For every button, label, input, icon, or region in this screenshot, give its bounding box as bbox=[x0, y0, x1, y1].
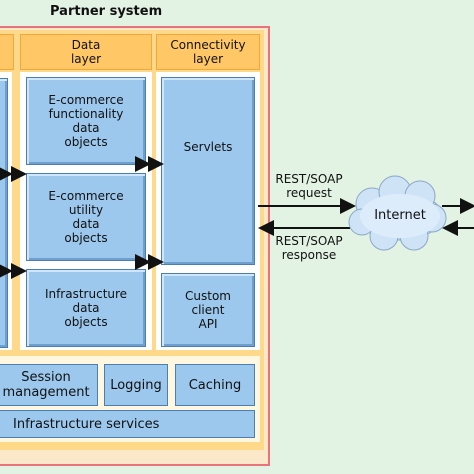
left-layer-box bbox=[0, 78, 8, 348]
internet-label: Internet bbox=[374, 208, 426, 223]
request-label: REST/SOAP request bbox=[275, 172, 343, 200]
connectivity-layer-header: Connectivity layer bbox=[156, 34, 260, 70]
logging-box: Logging bbox=[104, 364, 168, 406]
data-layer-header: Data layer bbox=[20, 34, 152, 70]
ecommerce-functionality-box: E-commerce functionality data objects bbox=[26, 77, 146, 165]
servlets-label: Servlets bbox=[183, 140, 233, 154]
session-management-box: Session management bbox=[0, 364, 98, 406]
left-layer-header bbox=[0, 34, 14, 70]
caching-box: Caching bbox=[175, 364, 255, 406]
ecommerce-utility-box: E-commerce utility data objects bbox=[26, 173, 146, 261]
response-label: REST/SOAP response bbox=[275, 234, 343, 262]
custom-client-api-box: Custom client API bbox=[161, 273, 255, 347]
infrastructure-data-box: Infrastructure data objects bbox=[26, 269, 146, 347]
servlets-box: Servlets bbox=[161, 77, 255, 265]
diagram-title: Partner system bbox=[50, 4, 163, 19]
internet-cloud-icon bbox=[348, 175, 447, 251]
infrastructure-services-box: Infrastructure services bbox=[0, 410, 255, 438]
